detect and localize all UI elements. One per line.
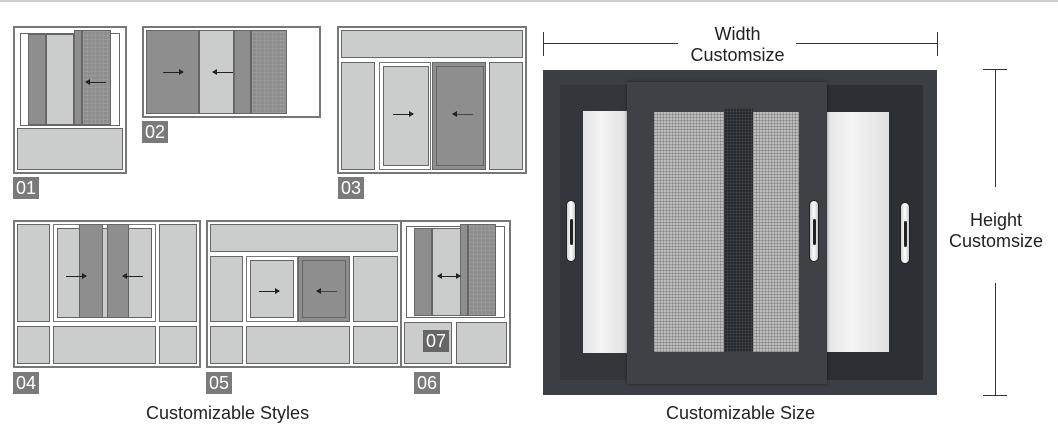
style-label-02: 02 [142, 121, 168, 143]
style-label-05: 05 [206, 372, 232, 394]
style-label-04: 04 [13, 372, 39, 394]
height-label: Height [969, 210, 1023, 230]
styles-caption: Customizable Styles [146, 403, 310, 423]
style-label-03: 03 [338, 177, 364, 199]
style-label-01: 01 [13, 177, 39, 199]
width-sublabel: Customsize [690, 45, 785, 65]
height-sublabel: Customsize [948, 231, 1044, 251]
size-caption: Customizable Size [666, 403, 816, 423]
window-handle-left [566, 200, 576, 262]
window-handle-center [809, 200, 819, 262]
window-handle-right [900, 202, 910, 264]
width-label: Width [714, 24, 761, 44]
style-label-07: 07 [423, 330, 449, 352]
top-divider [0, 0, 1058, 2]
style-label-06: 06 [414, 372, 440, 394]
